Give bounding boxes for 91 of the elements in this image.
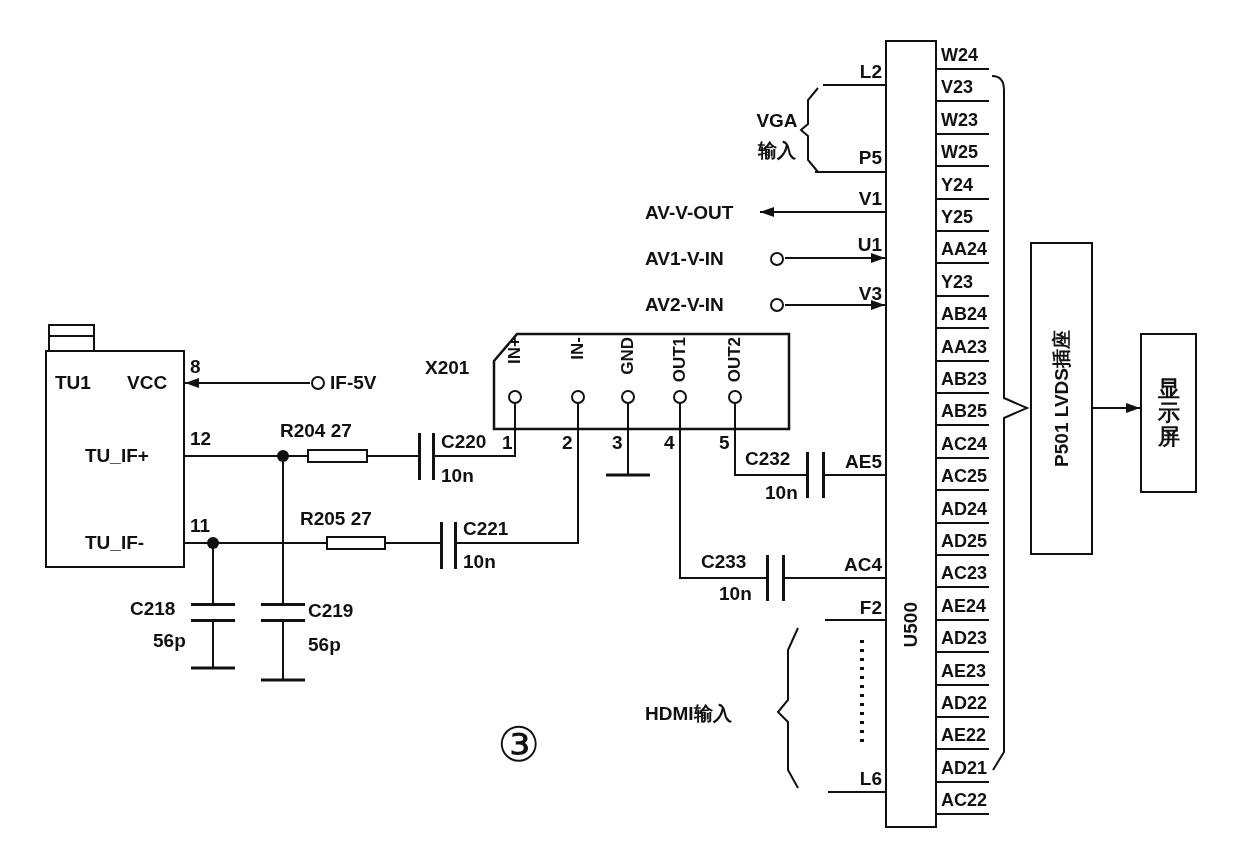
connector-box: [1030, 242, 1093, 555]
display-box: [1140, 333, 1197, 493]
arrow: [759, 207, 886, 217]
signal-name: AV1-V-IN: [645, 248, 724, 270]
wire: [734, 429, 807, 476]
wire: [367, 455, 419, 457]
pin-name: L2: [859, 61, 882, 83]
pin-name: Y24: [937, 169, 989, 200]
pin-number: 1: [502, 432, 513, 454]
component-value: 10n: [441, 465, 474, 487]
pin-name: Y25: [937, 202, 989, 232]
pin-name: IN-: [567, 337, 588, 360]
pin-name: AE23: [937, 655, 989, 686]
component-label: C232: [745, 448, 791, 470]
arrow: [784, 300, 886, 310]
component-label: C218: [130, 598, 176, 620]
pin-name: P5: [858, 147, 882, 169]
arrow: [784, 253, 886, 263]
signal-name: IF-5V: [330, 372, 377, 394]
pin-name: AE22: [937, 720, 989, 751]
pin-name: V23: [937, 72, 989, 103]
pin-name: AC4: [844, 554, 882, 576]
pin-name: W24: [937, 40, 989, 70]
wire: [824, 474, 886, 476]
wire: [784, 577, 886, 579]
pin-name: VCC: [127, 372, 168, 394]
pin-name: AB24: [937, 299, 989, 330]
pin-name: GND: [617, 337, 638, 375]
pin-number: 3: [612, 432, 623, 454]
wire: [679, 429, 767, 579]
component-label: C220: [441, 431, 487, 453]
component-value: 10n: [463, 551, 496, 573]
display-label: 显示屏: [1157, 376, 1180, 450]
pin-name: U1: [857, 234, 882, 256]
pin-name: AE24: [937, 590, 989, 621]
pin-name: W23: [937, 104, 989, 135]
pin-name: Y23: [937, 266, 989, 297]
pin-name: AD21: [937, 752, 989, 783]
pin-name: AB25: [937, 396, 989, 427]
pin-name: V1: [858, 188, 882, 210]
bus-label: VGA 输入: [755, 109, 799, 163]
bus-label: HDMI输入: [645, 703, 732, 725]
pin-number: 8: [190, 356, 201, 378]
pin-name: AC24: [937, 428, 989, 459]
pin-number: 4: [664, 432, 675, 454]
figure-number: ③: [497, 716, 541, 772]
signal-name: AV-V-OUT: [645, 202, 734, 224]
component-value: 10n: [719, 583, 752, 605]
connector-label: P501 LVDS插座: [1050, 330, 1073, 467]
component-label: C219: [308, 600, 354, 622]
chip-label: U500: [900, 602, 922, 648]
pin-name: TU_IF+: [85, 445, 149, 467]
chip-box: [885, 40, 937, 828]
tuner-name: TU1: [55, 372, 91, 394]
component-label: C233: [701, 551, 747, 573]
component-label: R205 27: [300, 508, 372, 530]
pin-name: AD23: [937, 623, 989, 654]
component-value: 56p: [308, 634, 341, 656]
pin-name: AE5: [845, 451, 882, 473]
component-label: C221: [463, 518, 509, 540]
component-label: R204 27: [280, 420, 352, 442]
pin-number: 2: [562, 432, 573, 454]
pin-number: 12: [190, 428, 212, 450]
wire: [434, 429, 516, 457]
component-value: 10n: [765, 482, 798, 504]
wire: [456, 429, 579, 544]
pin-name: AD25: [937, 526, 989, 556]
component-label: X201: [425, 357, 470, 379]
pin-name: AC22: [937, 785, 989, 816]
pin-name: AD22: [937, 688, 989, 718]
pin-name: AC23: [937, 558, 989, 589]
pin-name: IN+: [504, 337, 525, 364]
pin-name: F2: [859, 597, 882, 619]
pin-number: 5: [719, 432, 730, 454]
pin-name: OUT2: [724, 337, 745, 383]
arrow: [184, 378, 311, 388]
pin-name: AB23: [937, 364, 989, 394]
wire: [385, 542, 441, 544]
pin-name: W25: [937, 137, 989, 168]
pin-name: AA23: [937, 331, 989, 362]
component-value: 56p: [153, 630, 186, 652]
arrow: [1092, 403, 1141, 413]
pin-name: AD24: [937, 493, 989, 524]
pin-number: 11: [190, 515, 211, 537]
pin-name: V3: [858, 283, 882, 305]
pin-name: AA24: [937, 234, 989, 265]
pin-name: OUT1: [669, 337, 690, 383]
pin-name: TU_IF-: [85, 532, 145, 554]
pin-name: AC25: [937, 461, 989, 492]
pin-name: L6: [859, 768, 882, 790]
signal-name: AV2-V-IN: [645, 294, 724, 316]
